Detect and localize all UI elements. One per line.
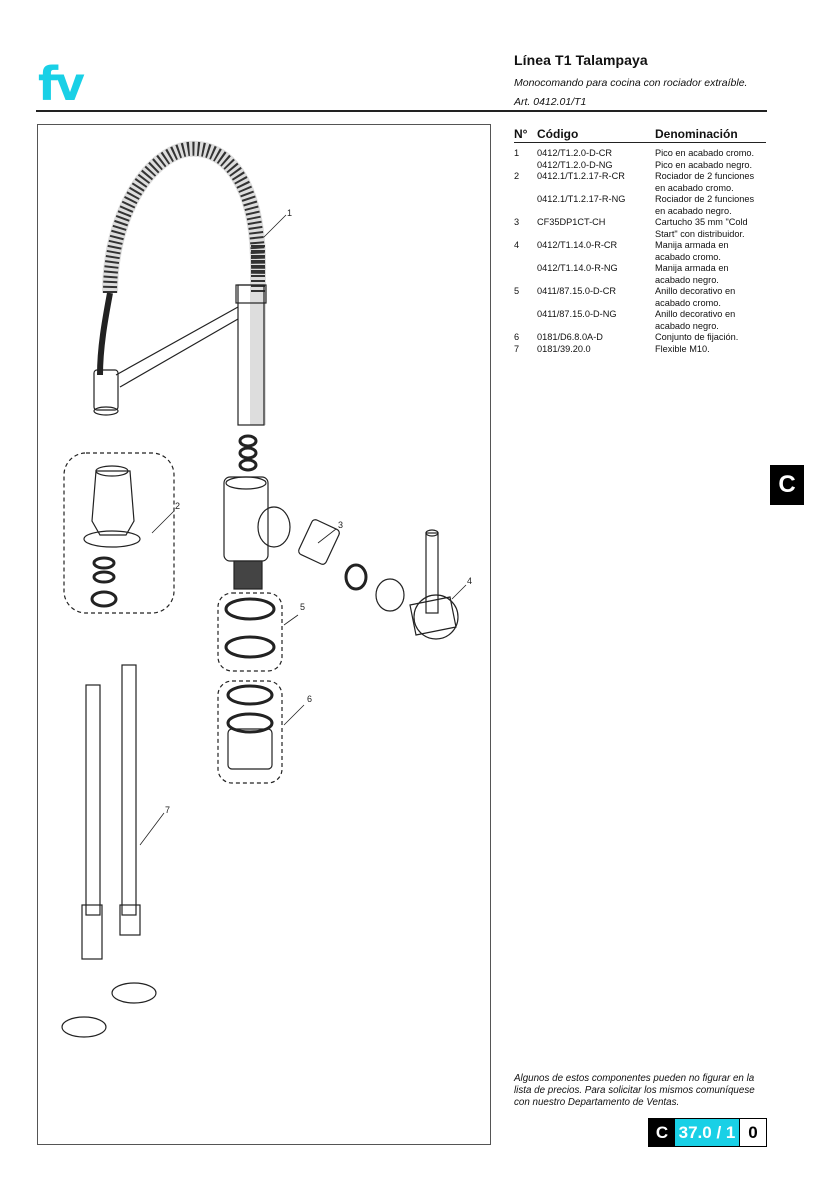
row-code: 0181/D6.8.0A-D (537, 332, 603, 342)
footnote: Algunos de estos componentes pueden no f… (514, 1073, 755, 1108)
table-row: 0412/T1.14.0-R-NG Manija armada en acabad… (514, 263, 766, 286)
row-desc: Manija armada en acabado cromo. (655, 240, 729, 262)
callout-6: 6 (307, 694, 312, 704)
row-num (514, 309, 537, 332)
row-desc: Manija armada en acabado negro. (655, 263, 729, 285)
page-number-box: C 37.0 / 1 0 (648, 1118, 767, 1147)
table-row: 1 0412/T1.2.0-D-CR Pico en acabado cromo. (514, 148, 766, 160)
callout-leaders (139, 214, 467, 846)
table-row: 3 CF35DP1CT-CH Cartucho 35 mm "Cold Start"… (514, 217, 766, 240)
callout-1: 1 (287, 208, 292, 218)
row-num: 1 (514, 148, 520, 158)
table-row: 7 0181/39.20.0 Flexible M10. (514, 344, 766, 356)
parts-table-header: N° Código Denominación (514, 124, 766, 143)
fv-logo: fv (38, 57, 88, 108)
row-desc: Rociador de 2 funciones en acabado cromo… (655, 171, 755, 193)
header-desc: Denominación (655, 127, 738, 141)
row-num (514, 160, 537, 172)
row-desc: Cartucho 35 mm "Cold Start" con distribu… (655, 217, 748, 239)
table-row: 5 0411/87.15.0-D-CR Anillo decorativo en a… (514, 286, 766, 309)
header-num: N° (514, 127, 528, 141)
spray-head-illustration (63, 452, 175, 614)
callout-7: 7 (165, 805, 170, 815)
article-reference: Art. 0412.01/T1 (514, 96, 587, 108)
table-row: 4 0412/T1.14.0-R-CR Manija armada en acaba… (514, 240, 766, 263)
row-code: 0411/87.15.0-D-CR (537, 286, 616, 296)
row-desc: Pico en acabado cromo. (655, 148, 755, 158)
page-revision: 0 (739, 1119, 766, 1146)
row-code: 0412/T1.14.0-R-CR (537, 240, 618, 250)
row-desc: Anillo decorativo en acabado cromo. (655, 286, 736, 308)
exploded-view-svg: 1 2 3 4 5 6 7 (61, 140, 472, 1038)
row-num: 5 (514, 286, 520, 296)
section-tab: C (770, 465, 804, 505)
callout-4: 4 (467, 576, 472, 586)
product-line-title: Línea T1 Talampaya (514, 52, 648, 68)
parts-table-body: 1 0412/T1.2.0-D-CR Pico en acabado cromo. 0… (514, 148, 766, 355)
header-code: Código (537, 127, 579, 141)
table-row: 6 0181/D6.8.0A-D Conjunto de fijación. (514, 332, 766, 344)
decorative-ring-illustration (217, 592, 283, 672)
row-num: 7 (514, 343, 520, 354)
row-num: 3 (514, 217, 520, 227)
spout-spring-illustration (97, 140, 267, 425)
brand-logo-text: fv (38, 57, 85, 108)
handle-illustration (409, 529, 459, 640)
table-row: 0412/T1.2.0-D-NG Pico en acabado negro. (514, 160, 766, 172)
spray-arm-illustration (115, 306, 239, 388)
row-num: 2 (514, 171, 520, 181)
page-section: C (649, 1119, 675, 1146)
row-num (514, 194, 537, 217)
table-row: 0412.1/T1.2.17-R-NG Rociador de 2 funcion… (514, 194, 766, 217)
fixing-set-illustration (217, 680, 283, 784)
row-code: 0412/T1.2.0-D-CR (537, 148, 613, 158)
row-desc: Anillo decorativo en acabado negro. (655, 309, 736, 331)
row-desc: Flexible M10. (655, 343, 710, 354)
row-num (514, 263, 537, 286)
o-rings-illustration (238, 434, 258, 472)
row-code: 0411/87.15.0-D-NG (537, 309, 617, 319)
row-desc: Conjunto de fijación. (655, 332, 739, 342)
parts-table: N° Código Denominación 1 0412/T1.2.0-D-CR… (514, 124, 766, 355)
callout-3: 3 (338, 520, 343, 530)
product-subtitle: Monocomando para cocina con rociador ext… (514, 77, 748, 89)
row-code: 0412.1/T1.2.17-R-CR (537, 171, 625, 181)
row-desc: Pico en acabado negro. (655, 159, 753, 170)
table-row: 0411/87.15.0-D-NG Anillo decorativo en ac… (514, 309, 766, 332)
row-code: 0412/T1.2.0-D-NG (537, 159, 613, 170)
row-num: 6 (514, 332, 520, 342)
row-code: 0412/T1.14.0-R-NG (537, 263, 618, 273)
exploded-view-drawing: 1 2 3 4 5 6 7 (37, 124, 491, 1145)
row-code: 0181/39.20.0 (537, 343, 591, 354)
row-num: 4 (514, 240, 520, 250)
header-divider (36, 110, 767, 112)
row-code: CF35DP1CT-CH (537, 217, 606, 227)
row-desc: Rociador de 2 funciones en acabado negro… (655, 194, 755, 216)
callout-5: 5 (300, 602, 305, 612)
page-number: 37.0 / 1 (675, 1119, 739, 1146)
mixer-body-illustration (223, 476, 291, 590)
callout-2: 2 (175, 501, 180, 511)
row-code: 0412.1/T1.2.17-R-NG (537, 194, 626, 204)
flexible-hoses-illustration (61, 664, 157, 1038)
table-row: 2 0412.1/T1.2.17-R-CR Rociador de 2 funcio… (514, 171, 766, 194)
cartridge-illustration (298, 519, 405, 612)
